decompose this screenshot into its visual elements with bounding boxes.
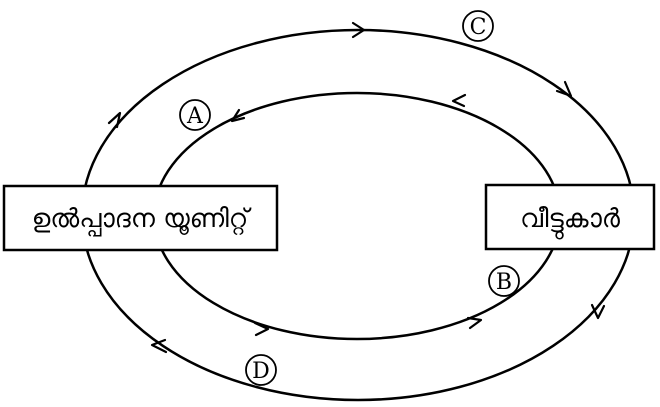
arrow-outer-left-up xyxy=(107,111,122,129)
flow-label-b-text: B xyxy=(496,270,512,295)
arrow-outer-lower-right-down xyxy=(590,303,606,320)
production-unit-box xyxy=(2,184,279,252)
flow-label-d-text: D xyxy=(252,359,270,384)
arrow-outer-bottom-left xyxy=(150,338,168,354)
production-unit-label: ഉൽപ്പാദന യൂണിറ്റ് xyxy=(32,204,252,236)
flow-label-a-text: A xyxy=(186,104,204,129)
households-node: വീട്ടുകാർ xyxy=(484,183,656,251)
arrow-inner-bottom-left-right xyxy=(253,321,270,337)
flow-label-a: A xyxy=(179,99,211,131)
households-box xyxy=(484,183,656,251)
households-label: വീട്ടുകാർ xyxy=(520,204,621,240)
arrow-inner-top-left xyxy=(230,108,246,123)
flow-label-c-text: C xyxy=(470,15,487,40)
flow-label-d: D xyxy=(245,354,277,386)
arrow-inner-bottom-right-right xyxy=(466,316,483,330)
arrow-inner-top-right-left xyxy=(451,93,467,108)
arrow-outer-top-right xyxy=(351,21,366,39)
flow-label-b: B xyxy=(488,265,520,297)
flow-label-c: C xyxy=(462,10,494,42)
production-unit-node: ഉൽപ്പാദന യൂണിറ്റ് xyxy=(2,184,279,252)
arrow-outer-right-down xyxy=(555,80,573,98)
